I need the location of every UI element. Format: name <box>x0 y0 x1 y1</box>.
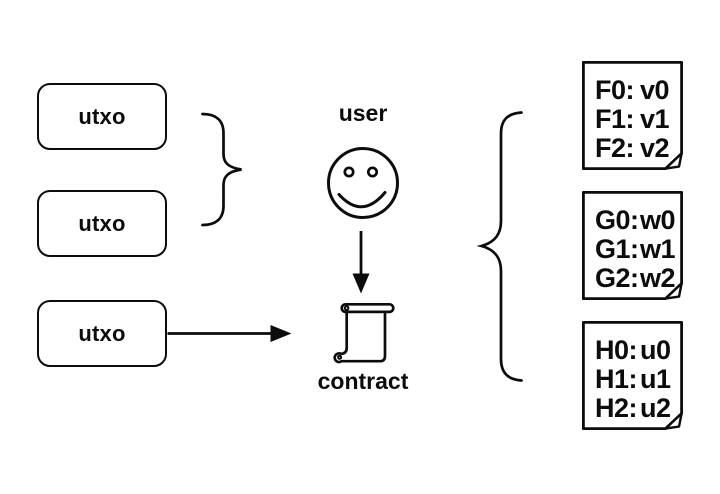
output-doc-h: H0: u0 H1: u1 H2: u2 <box>582 321 683 430</box>
doc-row: H1: u1 <box>595 364 671 394</box>
doc-row: G2: w2 <box>595 263 676 293</box>
doc-row: H0: u0 <box>595 335 671 365</box>
user-face-icon <box>327 147 399 219</box>
output-doc-g: G0: w0 G1: w1 G2: w2 <box>582 191 683 300</box>
doc-rows: H0: u0 H1: u1 H2: u2 <box>595 336 679 423</box>
doc-page-icon <box>582 321 683 430</box>
doc-row: G1: w1 <box>595 234 676 264</box>
output-doc-f: F0: v0 F1: v1 F2: v2 <box>582 61 683 170</box>
contract-scroll-icon <box>333 302 395 364</box>
utxo-box-2: utxo <box>37 190 167 257</box>
arrow-utxo-to-contract-icon <box>167 325 292 342</box>
doc-fold-icon <box>664 152 683 170</box>
doc-row: F1: v1 <box>595 104 670 134</box>
doc-rows: G0: w0 G1: w1 G2: w2 <box>595 206 679 293</box>
doc-page-icon <box>582 61 683 170</box>
utxo-label: utxo <box>78 320 126 346</box>
doc-fold-icon <box>664 282 683 300</box>
doc-row: F0: v0 <box>595 75 670 105</box>
utxo-box-3: utxo <box>37 300 167 367</box>
doc-rows: F0: v0 F1: v1 F2: v2 <box>595 76 679 163</box>
doc-row: H2: u2 <box>595 393 671 423</box>
outputs-group-brace-icon <box>476 111 523 382</box>
doc-row: G0: w0 <box>595 205 676 235</box>
doc-fold-icon <box>664 412 683 430</box>
contract-label: contract <box>317 368 409 394</box>
arrow-user-to-contract-icon <box>352 231 370 294</box>
utxo-label: utxo <box>78 210 126 236</box>
user-label: user <box>338 100 388 126</box>
doc-page-icon <box>582 191 683 300</box>
utxo-label: utxo <box>78 103 126 129</box>
utxo-box-1: utxo <box>37 83 167 150</box>
utxo-group-brace-icon <box>201 112 242 227</box>
doc-row: F2: v2 <box>595 133 670 163</box>
